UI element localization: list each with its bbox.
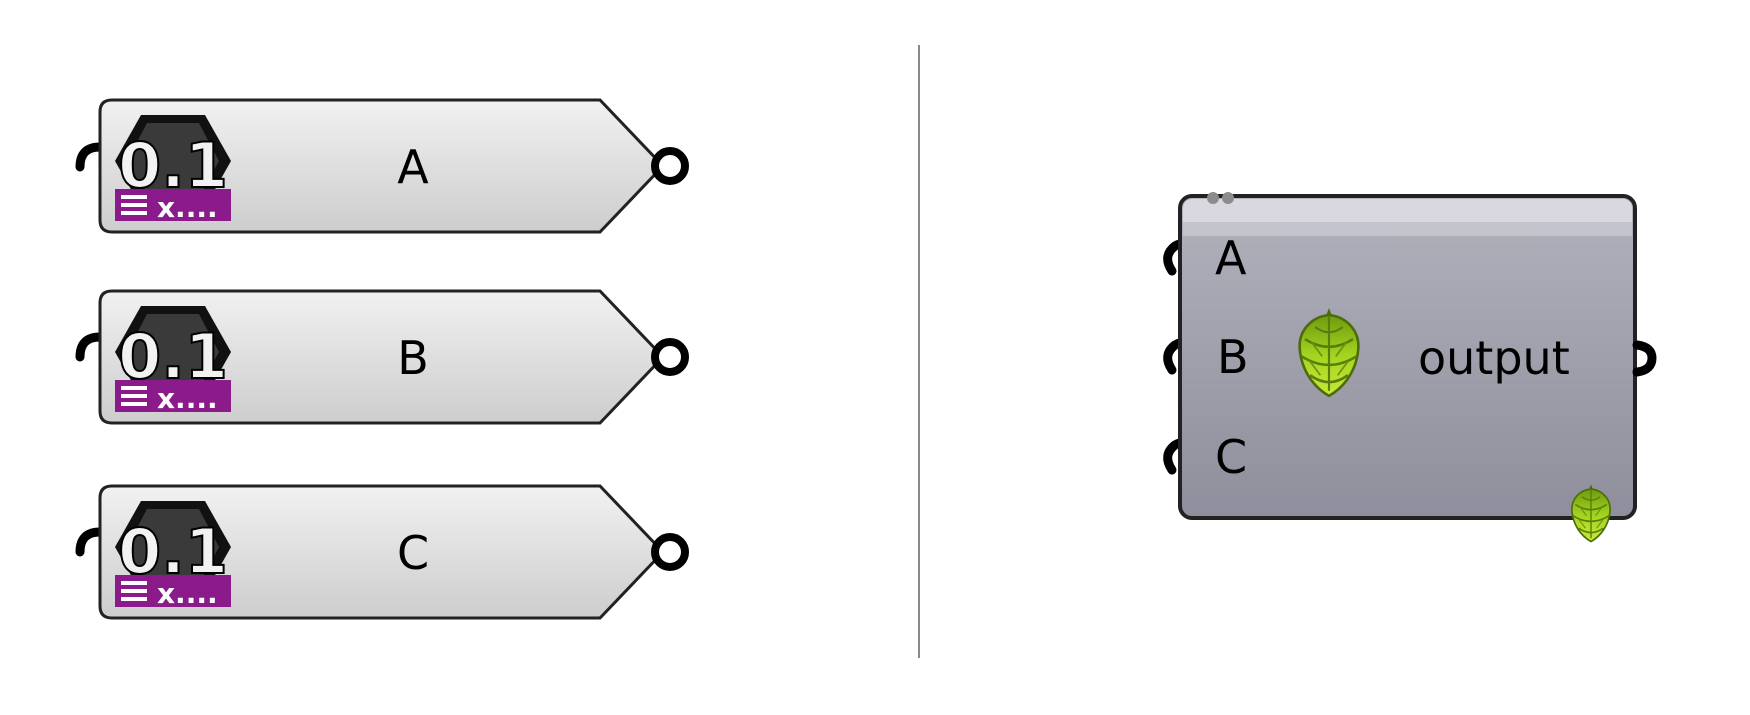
- param-a-body[interactable]: [98, 98, 666, 234]
- param-a-label: A: [397, 140, 429, 194]
- output-grip[interactable]: [1632, 340, 1657, 377]
- number-param-c[interactable]: C: [75, 484, 689, 620]
- param-c-label: C: [397, 526, 429, 580]
- number-param-b[interactable]: B: [75, 289, 689, 425]
- param-b-output-grip[interactable]: [651, 338, 689, 376]
- param-c-body[interactable]: [98, 484, 666, 620]
- hops-component[interactable]: A B C output: [1163, 192, 1657, 543]
- component-body[interactable]: [1178, 194, 1637, 520]
- param-b-label: B: [397, 331, 429, 385]
- number-slider-icon: [113, 304, 233, 413]
- param-b-body[interactable]: [98, 289, 666, 425]
- input-label-b: B: [1217, 330, 1249, 384]
- param-a-output-grip[interactable]: [651, 147, 689, 185]
- preview-dot: [1207, 192, 1219, 204]
- component-header-shade: [1183, 222, 1632, 236]
- number-slider-icon: [113, 113, 233, 222]
- number-slider-icon: [113, 499, 233, 608]
- input-label-a: A: [1215, 231, 1247, 285]
- number-param-a[interactable]: A: [75, 98, 689, 234]
- param-c-output-grip[interactable]: [651, 533, 689, 571]
- preview-dot: [1222, 192, 1234, 204]
- output-label: output: [1418, 331, 1570, 385]
- input-label-c: C: [1215, 430, 1247, 484]
- param-a-input-grip[interactable]: [75, 142, 105, 172]
- param-c-input-grip[interactable]: [75, 527, 105, 557]
- param-b-input-grip[interactable]: [75, 332, 105, 362]
